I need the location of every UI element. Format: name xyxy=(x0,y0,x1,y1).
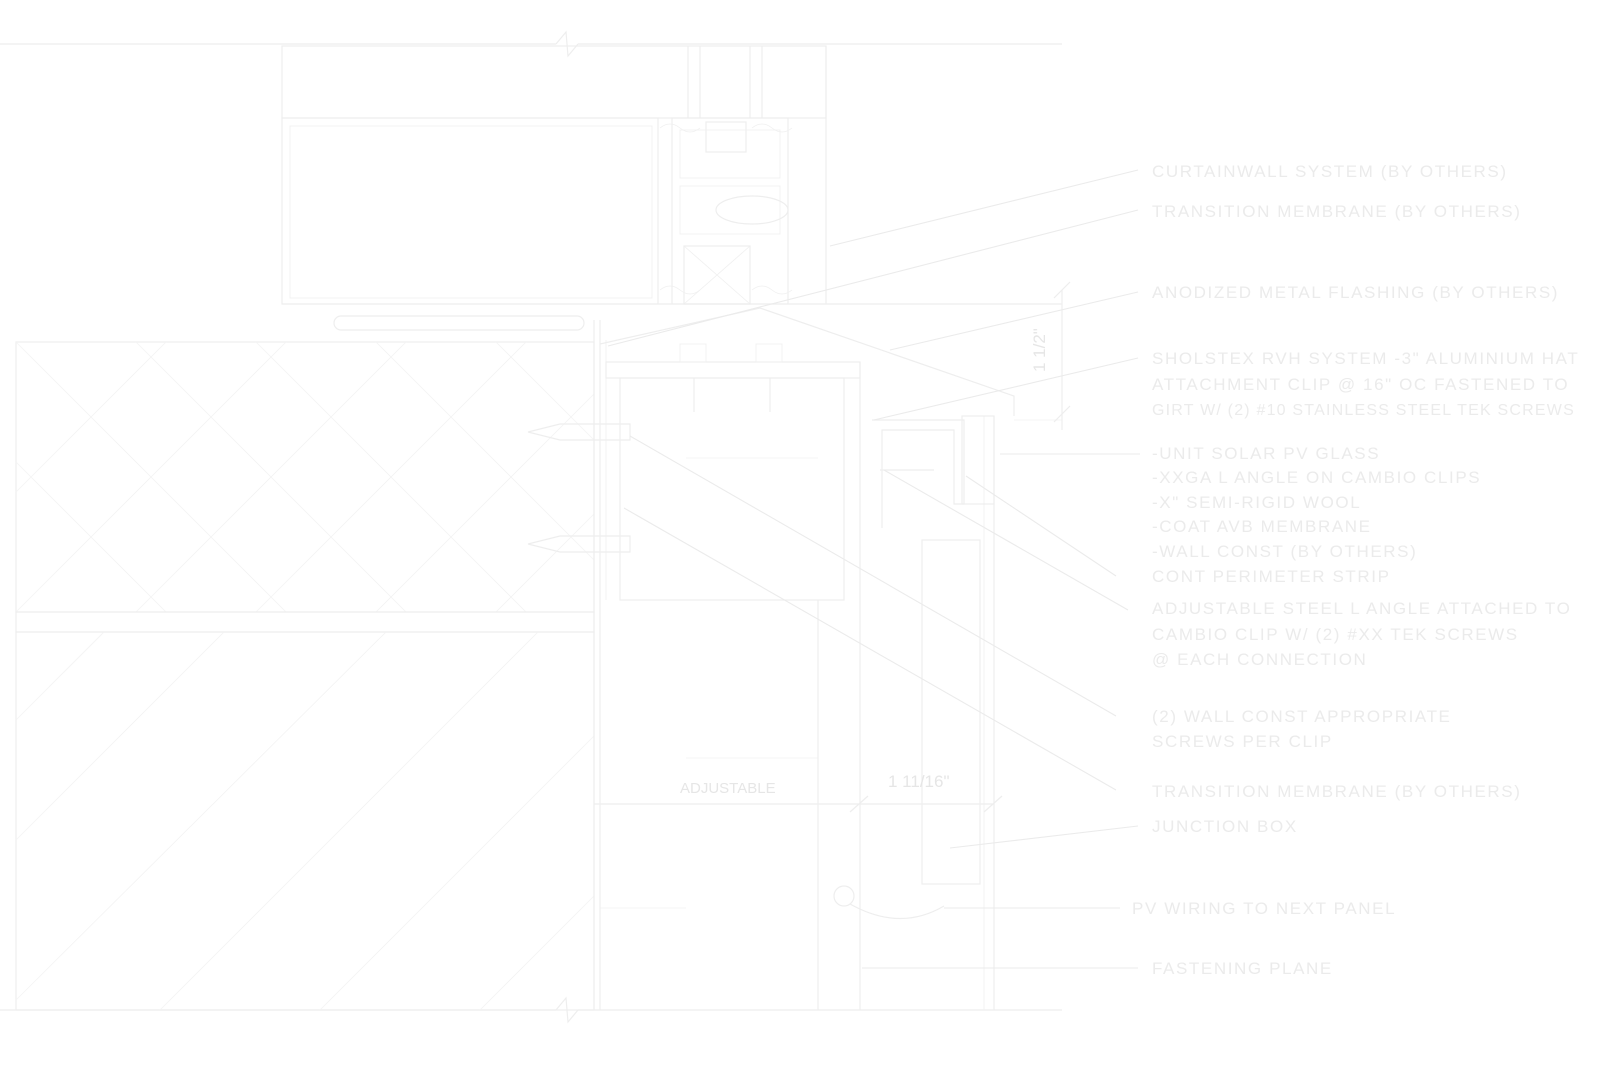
attachment-clip xyxy=(600,343,861,909)
wall-construction-lower xyxy=(15,611,595,1011)
l-angle-and-pv-glass xyxy=(872,415,995,885)
pv-wiring xyxy=(833,885,945,920)
callout-transition-membrane-bottom: TRANSITION MEMBRANE (BY OTHERS) xyxy=(1152,782,1522,801)
callout-junction-box: JUNCTION BOX xyxy=(1152,817,1298,836)
callout-adjustable-line-1: ADJUSTABLE STEEL L ANGLE ATTACHED TO xyxy=(1152,599,1572,618)
callout-layer-wool: -X" SEMI-RIGID WOOL xyxy=(1152,493,1362,512)
wall-layers xyxy=(593,320,995,1010)
callout-sholstex-line-1: SHOLSTEX RVH SYSTEM -3" ALUMINIUM HAT xyxy=(1152,349,1580,368)
dimension-height: 1 1/2" xyxy=(1030,328,1049,372)
insulation-upper xyxy=(15,341,595,613)
callout-anodized-flashing: ANODIZED METAL FLASHING (BY OTHERS) xyxy=(1152,283,1560,302)
dimension-lines xyxy=(594,281,1071,813)
callout-screws-line-2: SCREWS PER CLIP xyxy=(1152,732,1333,751)
callout-screws-line-1: (2) WALL CONST APPROPRIATE xyxy=(1152,707,1452,726)
upper-slab xyxy=(281,45,827,305)
callout-transition-membrane-top: TRANSITION MEMBRANE (BY OTHERS) xyxy=(1152,202,1522,221)
callout-adjustable-line-3: @ EACH CONNECTION xyxy=(1152,650,1368,669)
callout-sholstex-line-2: ATTACHMENT CLIP @ 16" OC FASTENED TO xyxy=(1152,375,1570,394)
dimension-depth: 1 11/16" xyxy=(888,772,950,791)
callout-layer-l-angle: -XXGA L ANGLE ON CAMBIO CLIPS xyxy=(1152,468,1482,487)
callout-curtainwall: CURTAINWALL SYSTEM (BY OTHERS) xyxy=(1152,162,1508,181)
callout-adjustable-line-2: CAMBIO CLIP W/ (2) #XX TEK SCREWS xyxy=(1152,625,1519,644)
wall-screws xyxy=(527,423,631,553)
metal-flashing xyxy=(599,307,1062,421)
callout-layer-pv-glass: -UNIT SOLAR PV GLASS xyxy=(1152,444,1381,463)
callout-layer-wall-const: -WALL CONST (BY OTHERS) xyxy=(1152,542,1418,561)
leader-lines xyxy=(607,169,1140,969)
callout-fastening-plane: FASTENING PLANE xyxy=(1152,959,1333,978)
dimension-adjustable: ADJUSTABLE xyxy=(680,780,776,797)
callout-sholstex-line-3: GIRT W/ (2) #10 STAINLESS STEEL TEK SCRE… xyxy=(1152,402,1575,419)
top-break-line xyxy=(0,30,1062,58)
callout-perimeter-strip: CONT PERIMETER STRIP xyxy=(1152,567,1391,586)
sill-edge xyxy=(282,303,1062,331)
callout-layer-avb-membrane: -COAT AVB MEMBRANE xyxy=(1152,517,1372,536)
curtainwall-mullion xyxy=(659,46,827,305)
callout-pv-wiring: PV WIRING TO NEXT PANEL xyxy=(1132,899,1397,918)
